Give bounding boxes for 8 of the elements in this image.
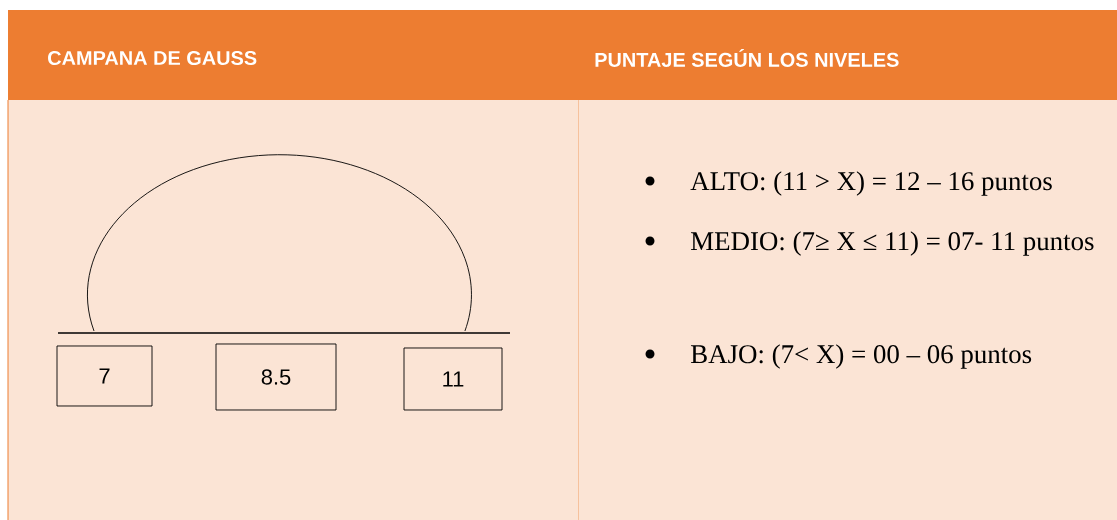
list-item: MEDIO: (7≥ X ≤ 11) = 07- 11 puntos	[691, 231, 1094, 256]
header-text: CAMPANA DE GAUSS	[48, 50, 257, 66]
value-box: 11	[403, 347, 503, 411]
list-item: BAJO: (7< X) = 00 – 06 puntos	[691, 344, 1032, 369]
value-box: 7	[56, 345, 153, 407]
list-item: ALTO: (11 > X) = 12 – 16 puntos	[690, 171, 1052, 196]
header-text: PUNTAJE SEGÚN LOS NIVELES	[595, 49, 899, 67]
value-box: 8.5	[215, 343, 337, 411]
